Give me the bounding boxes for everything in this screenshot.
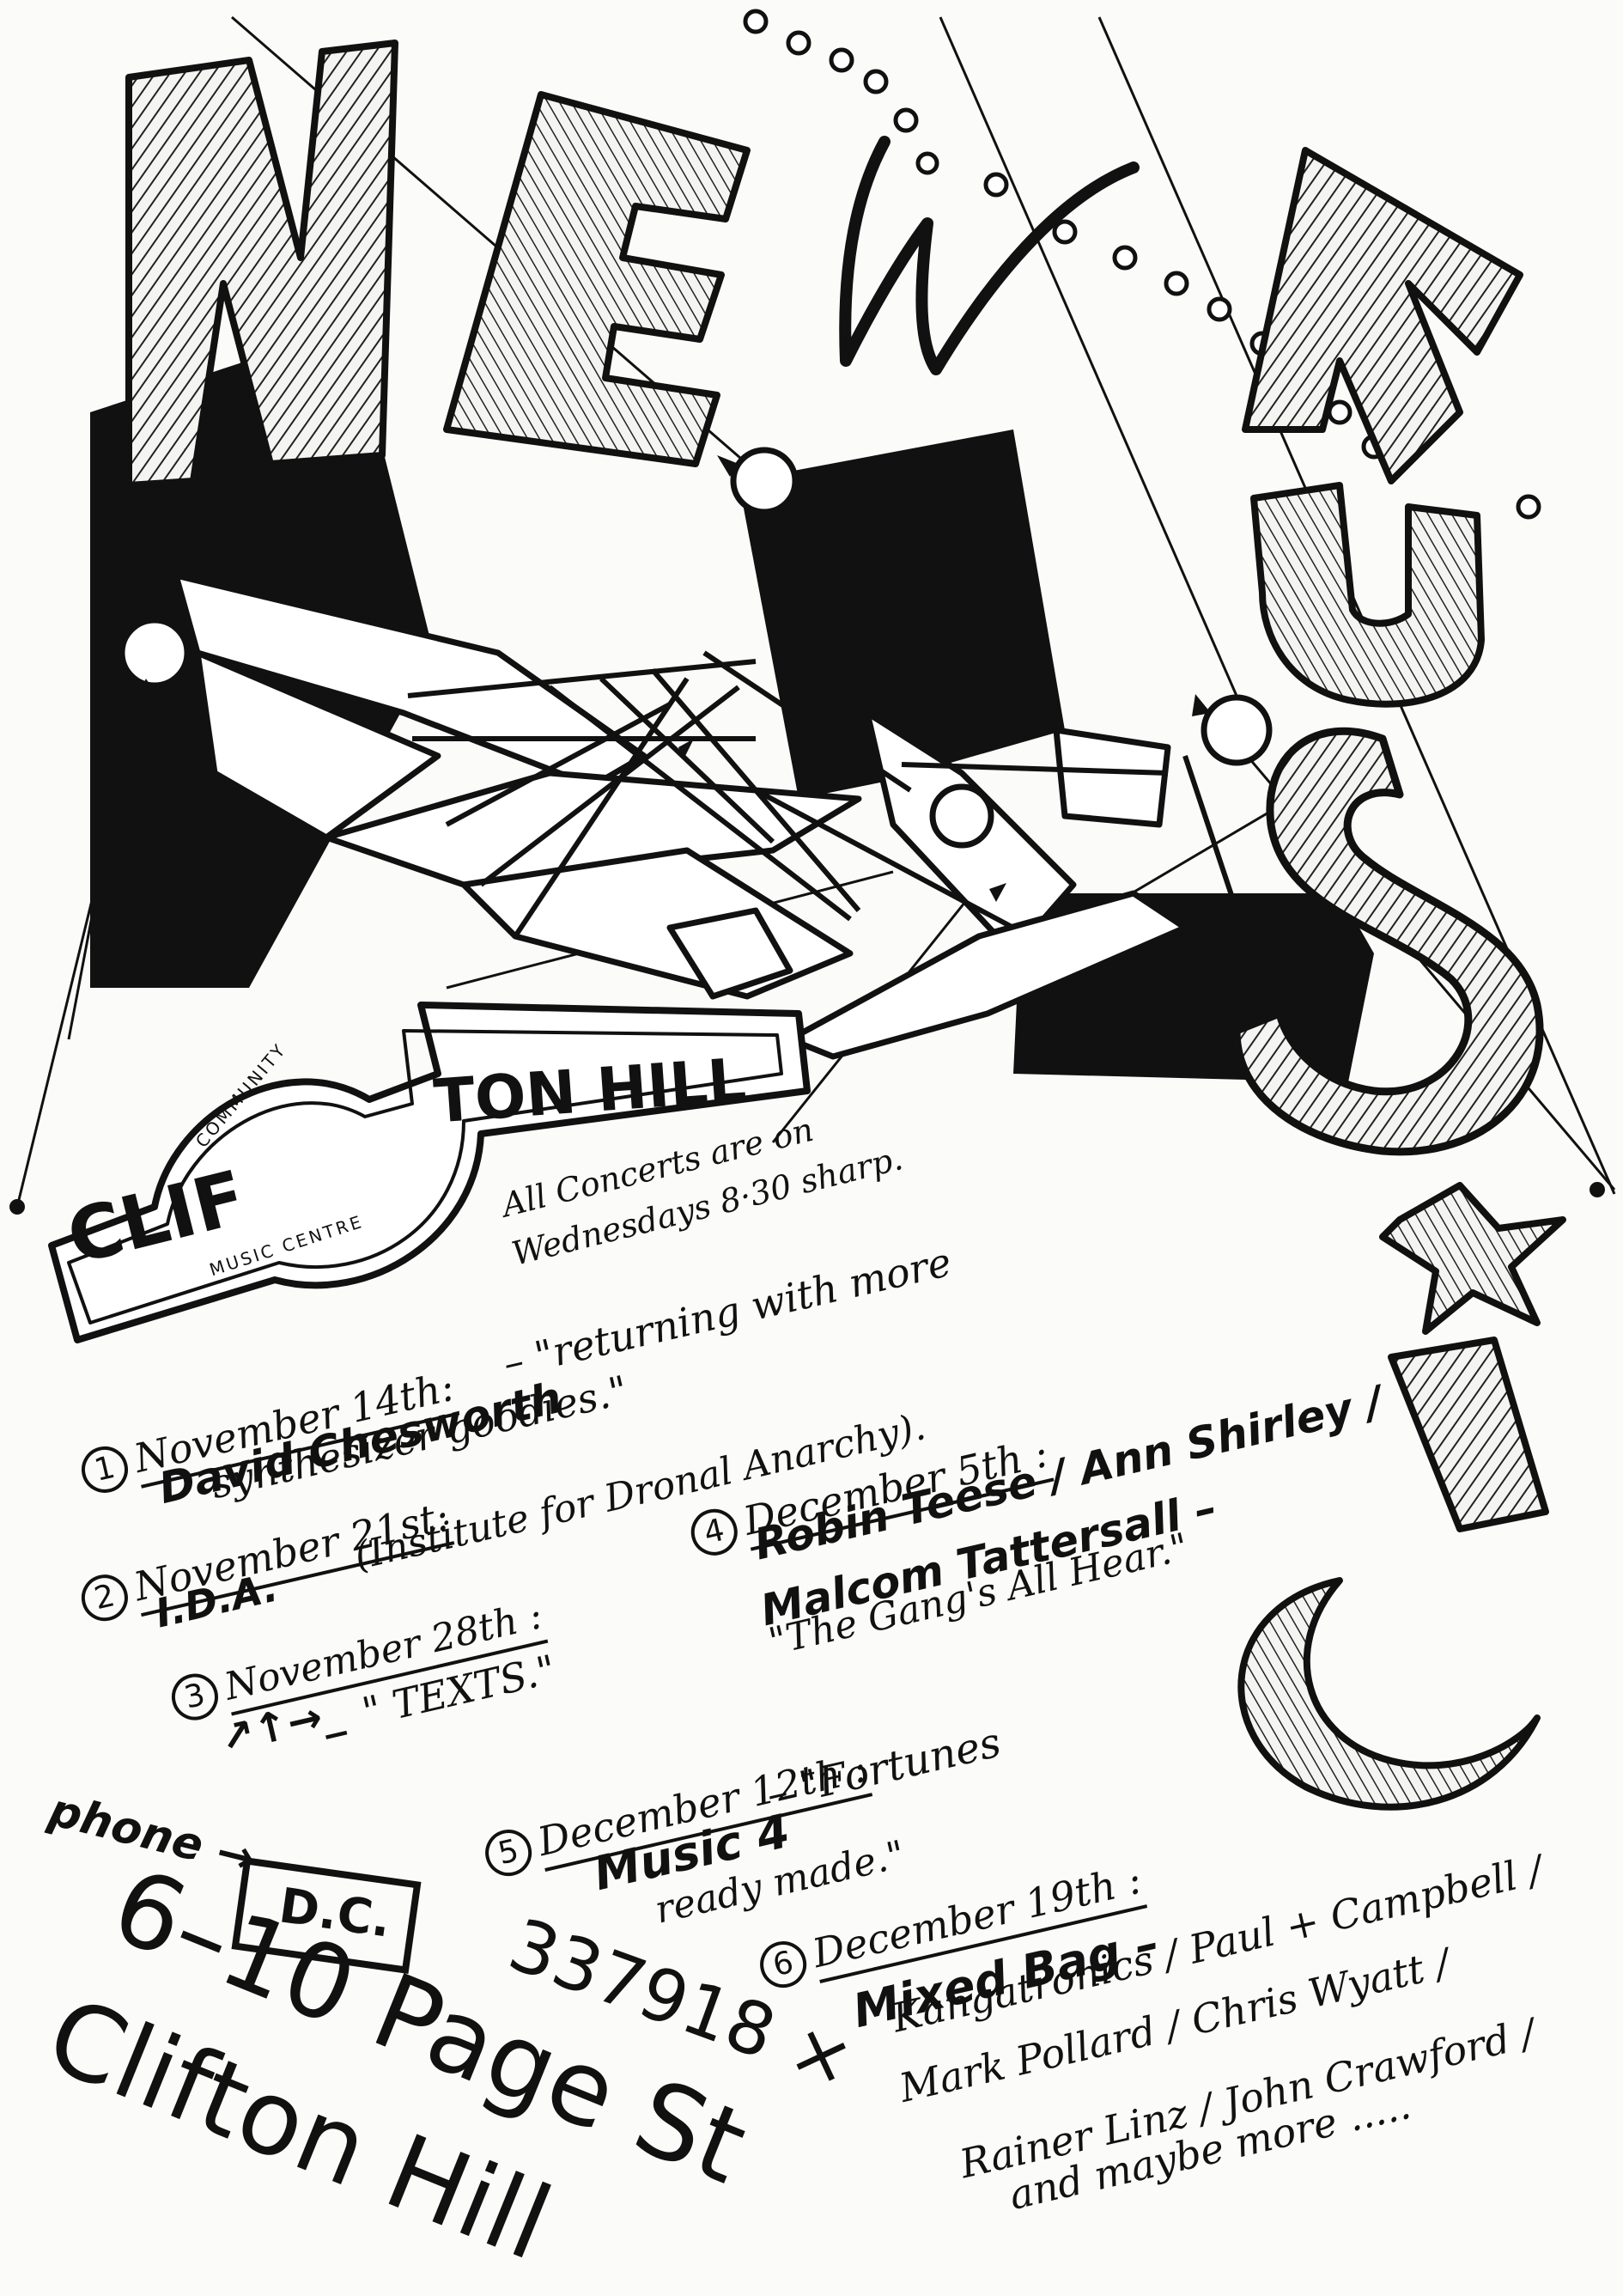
line-end-dot: [9, 1199, 25, 1215]
title-letter-c: [1237, 1577, 1541, 1811]
tangle-lines: [407, 650, 1248, 938]
geometric-shards: [173, 572, 1188, 1060]
arrow-heads: [136, 455, 1211, 902]
title-letter-w: [839, 136, 1140, 375]
logo-outline: [48, 1002, 811, 1343]
dc-box: [231, 1857, 422, 1974]
title-letter-n: [125, 40, 398, 489]
title-letter-e: [443, 91, 751, 467]
junction-nodes: [119, 447, 1273, 849]
title-letter-s: [1232, 727, 1544, 1156]
line-end-dot: [1590, 1182, 1605, 1197]
title-letter-i: [1379, 1182, 1566, 1532]
title-letter-m: [1242, 147, 1523, 484]
title-letter-u: [1250, 482, 1485, 708]
